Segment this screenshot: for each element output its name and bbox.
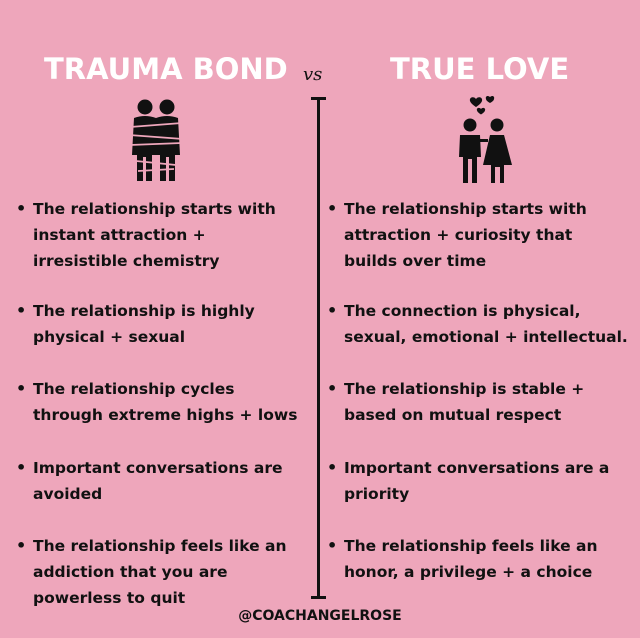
vs-divider xyxy=(311,97,326,599)
list-item: Important conversations are avoided xyxy=(14,455,304,507)
vs-label: vs xyxy=(303,64,323,85)
list-item: The relationship starts with attraction … xyxy=(325,196,630,274)
list-item: The relationship feels like an addiction… xyxy=(14,533,304,611)
list-item: The relationship feels like an honor, a … xyxy=(325,533,630,585)
list-item: The relationship is stable + based on mu… xyxy=(325,376,630,428)
couple-with-hearts-icon xyxy=(459,95,512,183)
true-love-title: TRUE LOVE xyxy=(390,52,570,86)
author-handle: @COACHANGELROSE xyxy=(238,608,402,624)
chained-couple-icon xyxy=(128,99,184,181)
list-item: Important conversations are a priority xyxy=(325,455,630,507)
list-item: The relationship is highly physical + se… xyxy=(14,298,304,350)
trauma-bond-title: TRAUMA BOND xyxy=(44,52,288,86)
list-item: The connection is physical, sexual, emot… xyxy=(325,298,630,350)
list-item: The relationship starts with instant att… xyxy=(14,196,304,274)
list-item: The relationship cycles through extreme … xyxy=(14,376,304,428)
